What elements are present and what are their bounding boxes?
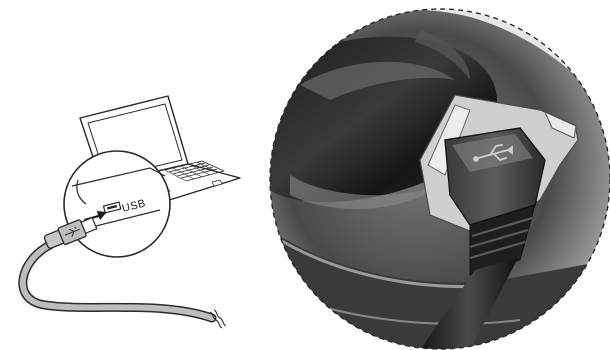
- device-connector-photo: [260, 0, 610, 350]
- port-zoom-circle: USB: [64, 151, 170, 257]
